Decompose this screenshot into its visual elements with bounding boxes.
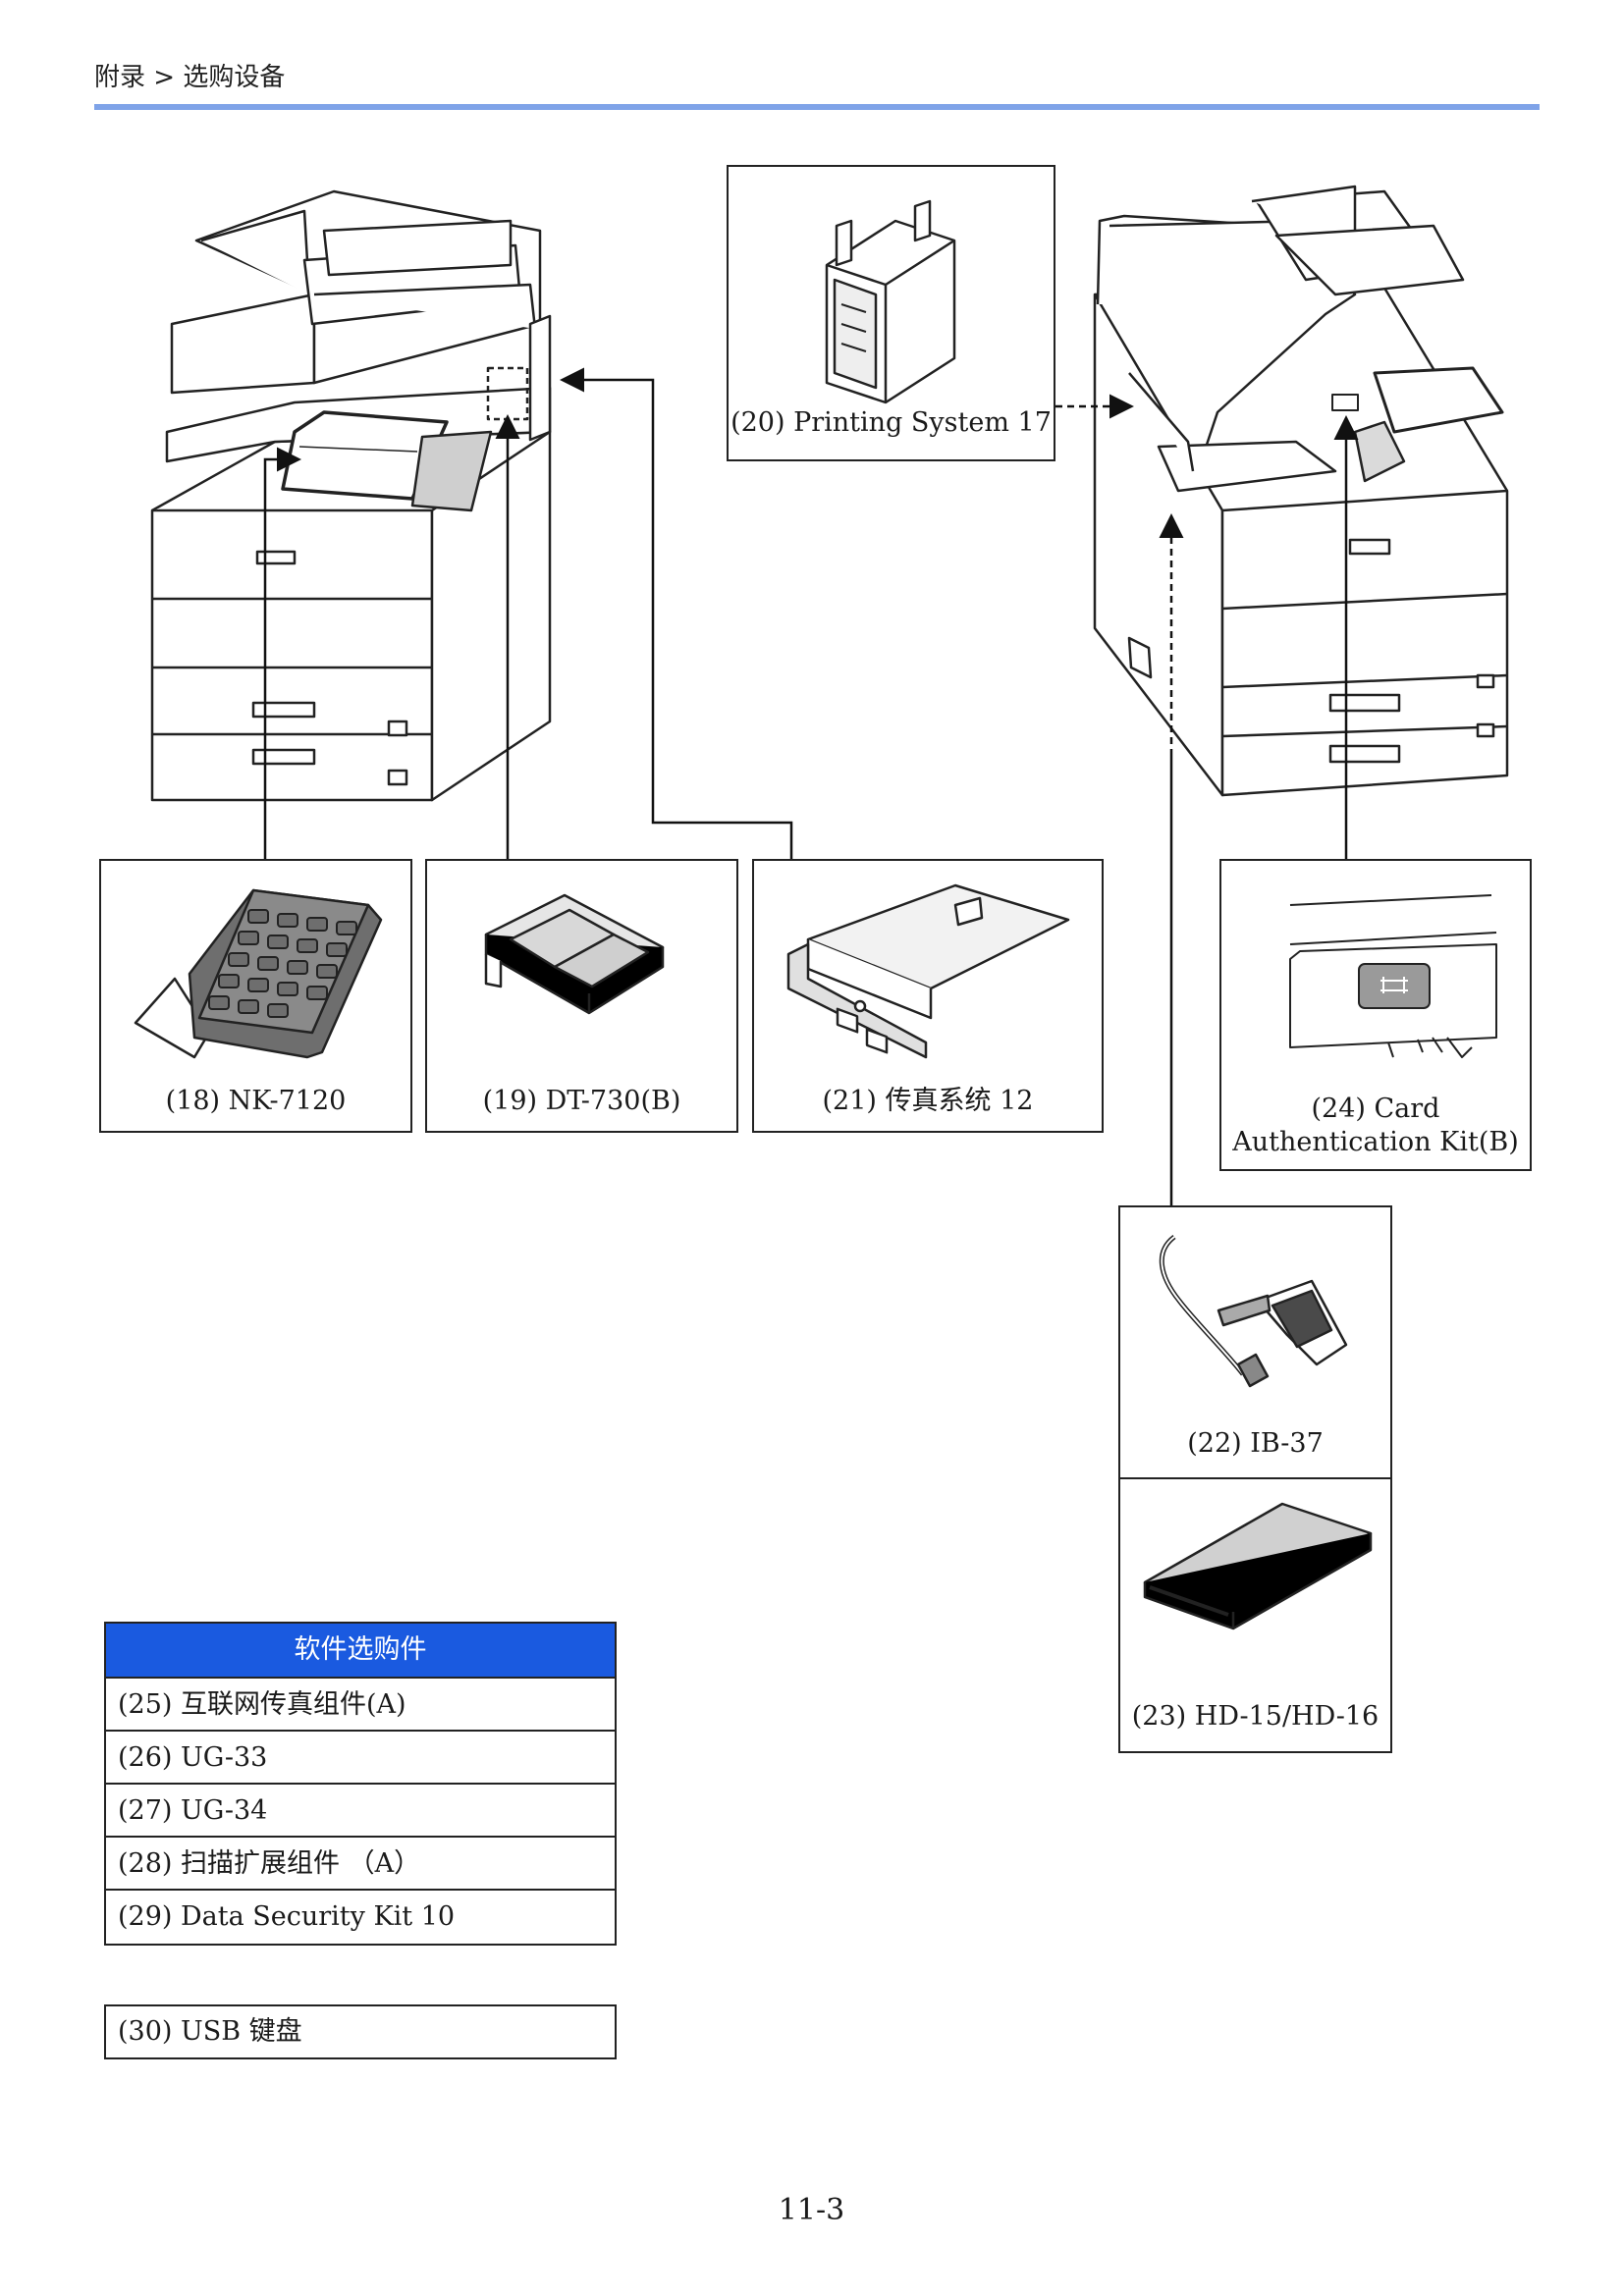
option-box-nk7120: (18) NK-7120 bbox=[99, 859, 412, 1133]
usb-keyboard-row: (30) USB 键盘 bbox=[104, 2004, 617, 2059]
nk7120-keypad-illustration bbox=[134, 888, 383, 1059]
option-box-ib37: (22) IB-37 bbox=[1118, 1205, 1392, 1480]
right-printer-illustration bbox=[1093, 185, 1509, 797]
option-caption-card-auth-line1: (24) Card bbox=[1311, 1094, 1440, 1124]
software-table-row: (28) 扫描扩展组件 （A） bbox=[106, 1838, 615, 1891]
option-box-printing-system: (20) Printing System 17 bbox=[727, 165, 1055, 461]
ib37-illustration bbox=[1159, 1235, 1348, 1388]
dt730-tray-illustration bbox=[484, 893, 665, 1015]
card-auth-illustration bbox=[1289, 894, 1497, 1058]
software-table-row: (25) 互联网传真组件(A) bbox=[106, 1679, 615, 1732]
software-options-table: 软件选购件 (25) 互联网传真组件(A) (26) UG-33 (27) UG… bbox=[104, 1622, 617, 1946]
software-table-row: (29) Data Security Kit 10 bbox=[118, 1901, 456, 1932]
connector-lines bbox=[263, 367, 1359, 1205]
option-box-hd: (23) HD-15/HD-16 bbox=[1118, 1477, 1392, 1753]
option-caption-printing-system: (20) Printing System 17 bbox=[730, 407, 1052, 438]
hd-ssd-illustration bbox=[1143, 1502, 1373, 1630]
option-caption-ib37: (22) IB-37 bbox=[1187, 1428, 1324, 1459]
software-table-row: (26) UG-33 bbox=[106, 1732, 615, 1785]
option-box-dt730: (19) DT-730(B) bbox=[425, 859, 738, 1133]
option-box-card-auth: (24) Card Authentication Kit(B) bbox=[1219, 859, 1532, 1171]
option-caption-fax-system: (21) 传真系统 12 bbox=[822, 1086, 1034, 1116]
option-caption-hd: (23) HD-15/HD-16 bbox=[1131, 1701, 1380, 1732]
page-number: 11-3 bbox=[778, 2193, 845, 2227]
option-caption-nk7120: (18) NK-7120 bbox=[165, 1086, 347, 1116]
breadcrumb: 附录 > 选购设备 bbox=[94, 63, 286, 92]
header-rule bbox=[94, 104, 1540, 110]
software-table-header: 软件选购件 bbox=[106, 1624, 615, 1679]
fax-board-illustration bbox=[786, 883, 1070, 1059]
option-caption-dt730: (19) DT-730(B) bbox=[482, 1086, 681, 1116]
software-table-row: (27) UG-34 bbox=[106, 1785, 615, 1838]
left-printer-illustration bbox=[150, 189, 552, 802]
option-caption-card-auth-line2: Authentication Kit(B) bbox=[1232, 1127, 1519, 1157]
option-box-fax-system: (21) 传真系统 12 bbox=[752, 859, 1104, 1133]
printing-system-illustration bbox=[825, 199, 956, 404]
